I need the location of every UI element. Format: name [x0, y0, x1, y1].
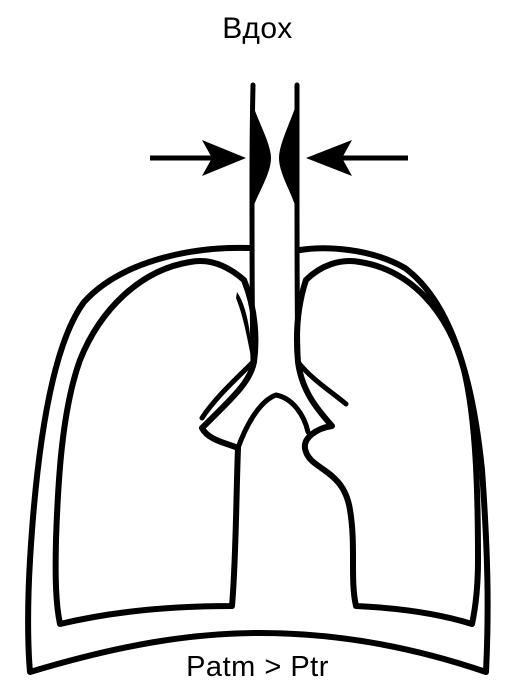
arrow-left-icon: [306, 140, 408, 176]
right-lung-outline: [297, 261, 478, 624]
trachea-compression-left: [254, 108, 271, 205]
trachea-compression-right: [279, 108, 295, 205]
left-lung-outline: [56, 261, 256, 624]
chest-wall-outline: [28, 248, 488, 672]
arrow-right-icon: [150, 140, 246, 176]
left-main-bronchus: [202, 362, 253, 418]
carina: [238, 395, 308, 448]
pressure-relation-label: Patm > Ptr: [0, 653, 515, 682]
lungs-drawing: [28, 85, 488, 672]
